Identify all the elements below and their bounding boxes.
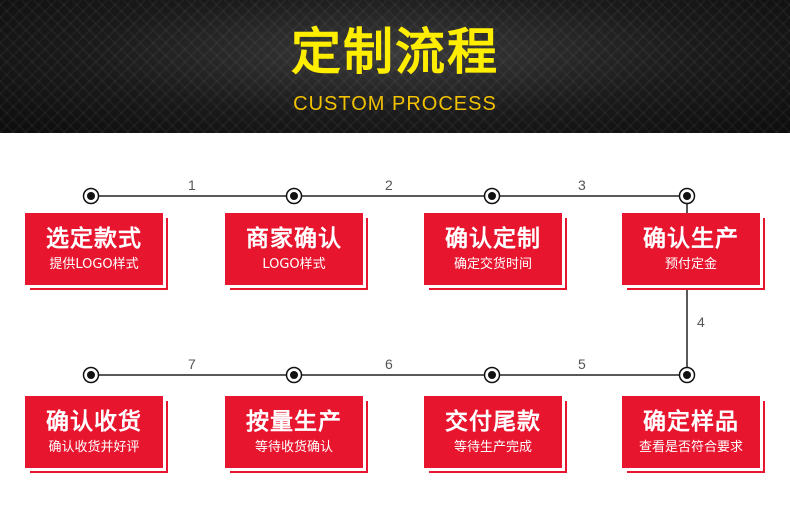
step-desc: 确认收货并好评 <box>48 440 140 455</box>
node-marker-icon <box>483 187 501 205</box>
step-card: 确认生产 预付定金 <box>622 213 760 285</box>
node-marker-icon <box>678 187 696 205</box>
node-marker-icon <box>285 187 303 205</box>
connector-label: 7 <box>188 356 196 372</box>
step-title: 确认定制 <box>445 226 541 252</box>
connector-label: 3 <box>578 177 586 193</box>
step-title: 确定样品 <box>643 409 739 435</box>
step-title: 确认生产 <box>643 226 739 252</box>
node-marker-icon <box>285 366 303 384</box>
node-marker-icon <box>82 366 100 384</box>
node-marker-icon <box>678 366 696 384</box>
connector-label: 2 <box>385 177 393 193</box>
connector-label: 4 <box>697 314 705 330</box>
step-desc: 等待生产完成 <box>453 440 532 455</box>
step-desc: 预付定金 <box>664 257 717 272</box>
step-desc: 确定交货时间 <box>453 257 532 272</box>
step-title: 商家确认 <box>246 226 342 252</box>
step-card: 确认收货 确认收货并好评 <box>25 396 163 468</box>
step-title: 确认收货 <box>46 409 142 435</box>
step-card: 确认定制 确定交货时间 <box>424 213 562 285</box>
node-marker-icon <box>82 187 100 205</box>
header-banner: 定制流程 CUSTOM PROCESS <box>0 0 790 133</box>
step-title: 按量生产 <box>246 409 342 435</box>
step-title: 交付尾款 <box>445 409 541 435</box>
connector-label: 6 <box>385 356 393 372</box>
connector-label: 5 <box>578 356 586 372</box>
step-card: 确定样品 查看是否符合要求 <box>622 396 760 468</box>
connector-label: 1 <box>188 177 196 193</box>
step-card: 按量生产 等待收货确认 <box>225 396 363 468</box>
step-desc: 查看是否符合要求 <box>638 440 743 455</box>
step-desc: 提供LOGO样式 <box>49 257 139 272</box>
node-marker-icon <box>483 366 501 384</box>
step-card: 交付尾款 等待生产完成 <box>424 396 562 468</box>
step-card: 选定款式 提供LOGO样式 <box>25 213 163 285</box>
step-card: 商家确认 LOGO样式 <box>225 213 363 285</box>
step-desc: LOGO样式 <box>262 257 326 272</box>
step-title: 选定款式 <box>46 226 142 252</box>
step-desc: 等待收货确认 <box>254 440 333 455</box>
page-subtitle: CUSTOM PROCESS <box>293 93 497 115</box>
page-title: 定制流程 <box>291 23 499 81</box>
